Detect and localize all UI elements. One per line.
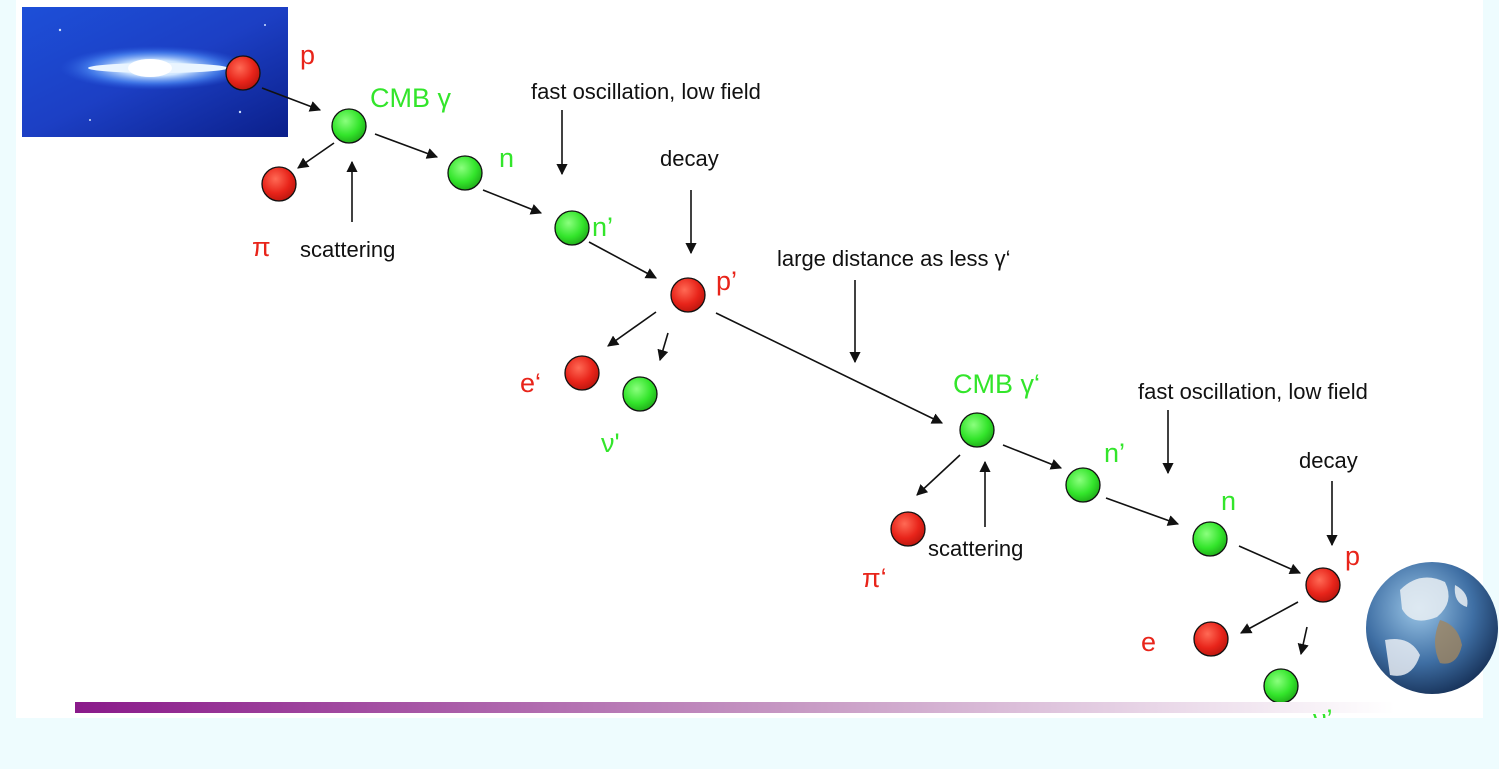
particles bbox=[225, 55, 1341, 704]
neutron-particle-2 bbox=[1192, 521, 1228, 557]
arrow-cmb2-to-pi2 bbox=[916, 454, 961, 496]
arrow-cmb-to-pi bbox=[297, 142, 335, 169]
label-cmb-gamma: CMB γ bbox=[370, 83, 452, 113]
electron-particle bbox=[1193, 621, 1229, 657]
mirror-neutron-particle-2 bbox=[1065, 467, 1101, 503]
arrow-nprime-to-pprime bbox=[588, 241, 657, 279]
label-e: e bbox=[1141, 627, 1156, 657]
label-large-distance: large distance as less γ‘ bbox=[777, 246, 1011, 271]
neutrino-particle bbox=[1263, 668, 1299, 704]
label-n1: n bbox=[499, 143, 514, 173]
earth-image bbox=[1366, 562, 1498, 694]
label-nu-prime-1: ν' bbox=[601, 428, 620, 458]
arrow-p2-to-nuprime2 bbox=[1297, 626, 1309, 656]
arrows bbox=[261, 87, 1338, 656]
arrow-pprime-to-nuprime bbox=[657, 332, 669, 362]
label-pi: π bbox=[252, 232, 271, 262]
label-scattering-2: scattering bbox=[928, 536, 1023, 561]
arrow-n2-to-p2 bbox=[1238, 545, 1302, 575]
label-cmb-gamma-prime: CMB γ‘ bbox=[953, 369, 1040, 399]
label-decay-2: decay bbox=[1299, 448, 1358, 473]
mirror-neutron-particle bbox=[554, 210, 590, 246]
neutron-particle bbox=[447, 155, 483, 191]
label-p-prime: p’ bbox=[716, 266, 737, 296]
mirror-pion-particle bbox=[890, 511, 926, 547]
proton-particle bbox=[225, 55, 261, 91]
label-scattering-1: scattering bbox=[300, 237, 395, 262]
arrow-nprime2-to-n2 bbox=[1105, 497, 1180, 526]
arrow-pprime-to-eprime bbox=[607, 311, 657, 347]
arrow-n-to-nprime bbox=[482, 189, 543, 215]
arrow-p-to-cmb bbox=[261, 87, 322, 112]
bottom-gradient-bar bbox=[75, 702, 1395, 713]
mirror-electron-particle bbox=[564, 355, 600, 391]
mirror-neutrino-particle bbox=[622, 376, 658, 412]
bottom-band bbox=[0, 718, 1499, 769]
label-fast-oscillation-2: fast oscillation, low field bbox=[1138, 379, 1368, 404]
arrow-p2-to-e bbox=[1240, 601, 1299, 634]
label-fast-oscillation-1: fast oscillation, low field bbox=[531, 79, 761, 104]
label-p2: p bbox=[1345, 541, 1360, 571]
arrow-pprime-to-cmb2 bbox=[715, 312, 944, 424]
mirror-cmb-photon-particle bbox=[959, 412, 995, 448]
label-e-prime: e‘ bbox=[520, 368, 541, 398]
label-n2: n bbox=[1221, 486, 1236, 516]
label-decay-1: decay bbox=[660, 146, 719, 171]
proton-particle-2 bbox=[1305, 567, 1341, 603]
arrow-cmb2-to-nprime2 bbox=[1002, 444, 1063, 470]
pion-particle bbox=[261, 166, 297, 202]
cmb-photon-particle bbox=[331, 108, 367, 144]
label-n-prime-2: n’ bbox=[1104, 438, 1125, 468]
label-p1: p bbox=[300, 40, 315, 70]
label-pi-prime: π‘ bbox=[862, 563, 887, 593]
label-n-prime-1: n’ bbox=[592, 212, 613, 242]
mirror-proton-particle bbox=[670, 277, 706, 313]
arrow-cmb-to-n bbox=[374, 133, 439, 159]
